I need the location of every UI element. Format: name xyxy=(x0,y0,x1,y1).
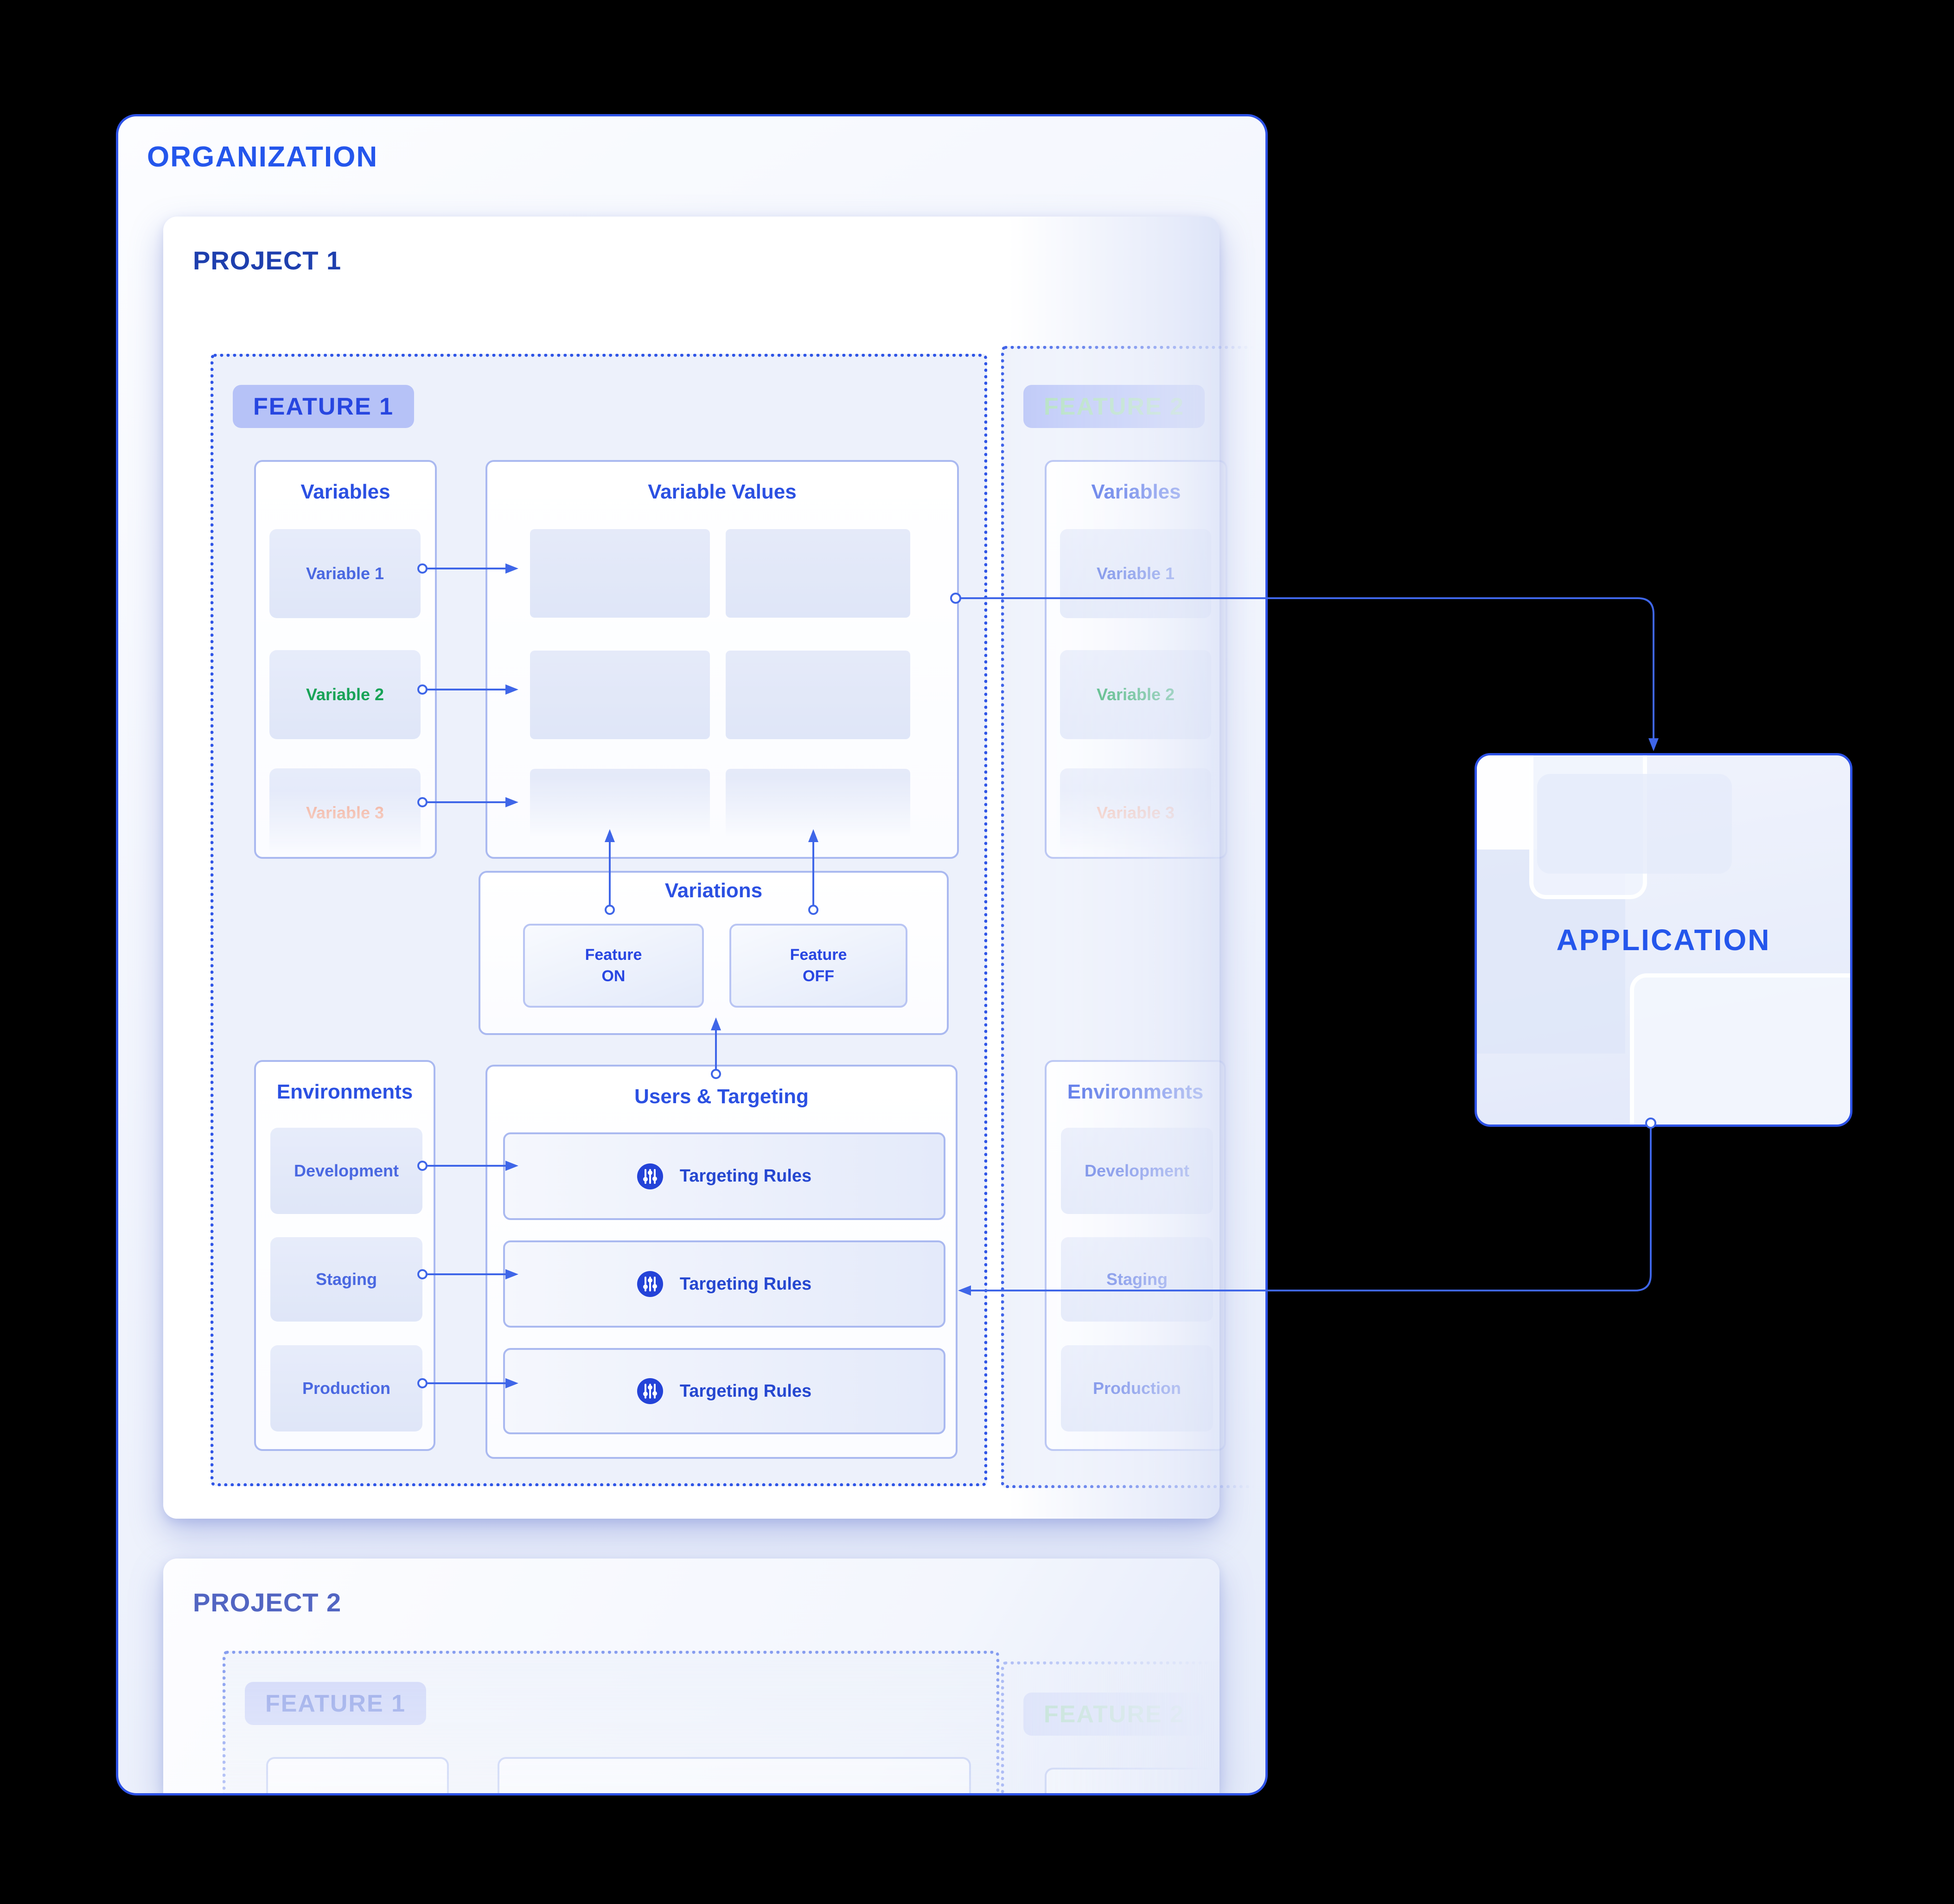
feature-2-pill: FEATURE 2 xyxy=(1023,385,1205,428)
variable-1-item: Variable 1 xyxy=(269,529,421,618)
variable-values-title: Variable Values xyxy=(648,480,797,503)
value-cell xyxy=(726,651,910,739)
faded-panel xyxy=(1045,1768,1220,1793)
project-1-title: PROJECT 1 xyxy=(193,246,342,275)
sliders-icon xyxy=(637,1271,663,1297)
project-2-feature-1-box: FEATURE 1 xyxy=(223,1651,999,1793)
variables-panel-feature-2: Variables Variable 1 Variable 2 Variable… xyxy=(1045,460,1227,859)
value-cell xyxy=(530,529,710,618)
environment-production-item: Production xyxy=(1061,1345,1213,1431)
environments-panel: Environments Development Staging Product… xyxy=(254,1060,435,1451)
users-targeting-panel: Users & Targeting Targeting Rules Target… xyxy=(485,1065,958,1459)
feature-off-box: Feature OFF xyxy=(729,924,907,1008)
environment-staging-item: Staging xyxy=(270,1237,422,1322)
variations-panel: Variations Feature ON Feature OFF xyxy=(479,871,949,1035)
variations-title: Variations xyxy=(664,879,763,902)
project-2-title: PROJECT 2 xyxy=(193,1588,342,1617)
environment-staging-item: Staging xyxy=(1061,1237,1213,1322)
targeting-rules-label: Targeting Rules xyxy=(679,1381,812,1401)
targeting-rules-label: Targeting Rules xyxy=(679,1274,812,1294)
organization-box: ORGANIZATION PROJECT 1 FEATURE 1 Variabl… xyxy=(116,114,1268,1795)
value-cell xyxy=(530,651,710,739)
variable-1-item: Variable 1 xyxy=(1060,529,1211,618)
value-cell xyxy=(726,769,910,843)
users-targeting-title: Users & Targeting xyxy=(634,1085,809,1108)
app-deco-block xyxy=(1630,973,1850,1125)
project-2-feature-1-pill: FEATURE 1 xyxy=(245,1682,426,1725)
targeting-rules-row: Targeting Rules xyxy=(503,1348,945,1434)
value-cell xyxy=(726,529,910,618)
targeting-rules-row: Targeting Rules xyxy=(503,1132,945,1220)
variable-3-item: Variable 3 xyxy=(269,768,421,857)
environments-panel-feature-2: Environments Development Staging Product… xyxy=(1045,1060,1226,1451)
environments-title: Environments xyxy=(1067,1080,1204,1103)
organization-title: ORGANIZATION xyxy=(147,141,378,173)
targeting-rules-label: Targeting Rules xyxy=(679,1166,812,1186)
application-title: APPLICATION xyxy=(1556,923,1771,957)
sliders-icon xyxy=(637,1163,663,1189)
environment-development-item: Development xyxy=(270,1128,422,1214)
faded-panel xyxy=(498,1757,971,1793)
environments-title: Environments xyxy=(276,1080,413,1103)
project-2-card: PROJECT 2 FEATURE 1 FEATURE 2 xyxy=(163,1559,1220,1793)
project-1-card: PROJECT 1 FEATURE 1 Variables Variable 1… xyxy=(163,217,1265,1519)
variables-title: Variables xyxy=(1091,480,1181,503)
faded-panel xyxy=(266,1757,449,1793)
value-cell xyxy=(530,769,710,843)
variable-2-item: Variable 2 xyxy=(269,650,421,739)
variables-panel: Variables Variable 1 Variable 2 Variable… xyxy=(254,460,437,859)
variable-3-item: Variable 3 xyxy=(1060,768,1211,857)
project-2-feature-2-pill: FEATURE 2 xyxy=(1023,1693,1205,1736)
targeting-rules-row: Targeting Rules xyxy=(503,1240,945,1328)
feature-2-box: FEATURE 2 Variables Variable 1 Variable … xyxy=(1001,346,1265,1488)
variables-title: Variables xyxy=(300,480,390,503)
sliders-icon xyxy=(637,1378,663,1404)
feature-on-box: Feature ON xyxy=(523,924,704,1008)
variable-values-panel: Variable Values xyxy=(485,460,959,859)
feature-1-pill: FEATURE 1 xyxy=(233,385,414,428)
app-deco-block xyxy=(1537,774,1732,874)
app-deco-block xyxy=(1477,755,1529,850)
project-2-feature-2-box: FEATURE 2 xyxy=(1001,1661,1220,1793)
feature-1-box: FEATURE 1 Variables Variable 1 Variable … xyxy=(211,354,987,1486)
environment-development-item: Development xyxy=(1061,1128,1213,1214)
environment-production-item: Production xyxy=(270,1345,422,1431)
application-box: APPLICATION xyxy=(1475,753,1852,1127)
variable-2-item: Variable 2 xyxy=(1060,650,1211,739)
